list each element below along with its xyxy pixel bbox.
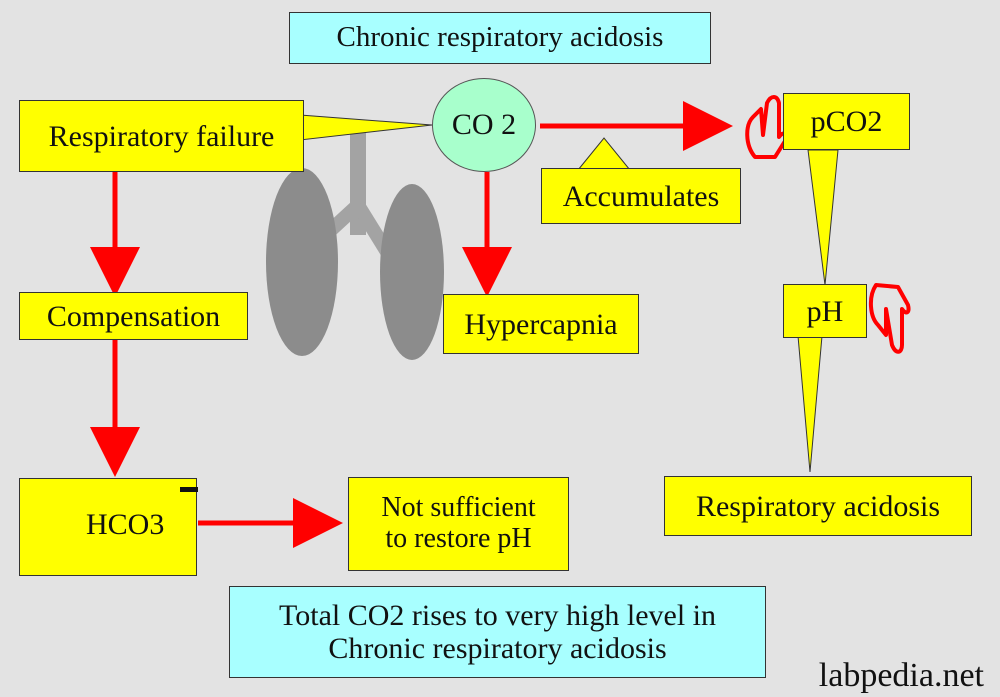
accumulates-node: Accumulates xyxy=(541,168,741,224)
respiratory-acidosis-node: Respiratory acidosis xyxy=(664,476,972,536)
hypercapnia-node: Hypercapnia xyxy=(443,294,639,354)
not-sufficient-line1: Not sufficient xyxy=(381,492,536,524)
not-sufficient-node: Not sufficient to restore pH xyxy=(348,477,569,571)
hco3-node xyxy=(19,478,197,576)
hand-pointing-down-icon xyxy=(869,283,911,354)
hco3-minus-sign xyxy=(180,487,198,492)
hand-pointing-up-icon xyxy=(745,95,788,159)
ph-callout-pointer xyxy=(797,335,823,473)
compensation-label: Compensation xyxy=(46,299,221,333)
ph-node: pH xyxy=(783,284,867,338)
compensation-node: Compensation xyxy=(19,292,248,340)
respiratory-failure-label: Respiratory failure xyxy=(48,119,275,153)
page-title: Chronic respiratory acidosis xyxy=(289,12,711,64)
hco3-label: HCO3 xyxy=(86,508,165,541)
footer-line2: Chronic respiratory acidosis xyxy=(328,632,667,665)
lungs-icon xyxy=(266,130,444,360)
co2-label: CO 2 xyxy=(451,108,517,141)
accumulates-callout-pointer xyxy=(576,137,632,171)
title-text: Chronic respiratory acidosis xyxy=(336,21,664,54)
not-sufficient-line2: to restore pH xyxy=(385,523,532,554)
respiratory-acidosis-label: Respiratory acidosis xyxy=(695,489,941,523)
pco2-callout-pointer xyxy=(807,149,839,286)
ph-label: pH xyxy=(806,294,844,328)
footer-note: Total CO2 rises to very high level in Ch… xyxy=(229,586,766,678)
pco2-label: pCO2 xyxy=(810,105,883,138)
watermark: labpedia.net xyxy=(818,657,984,694)
respiratory-failure-node: Respiratory failure xyxy=(19,100,304,172)
pco2-node: pCO2 xyxy=(783,93,910,150)
accumulates-label: Accumulates xyxy=(562,179,720,213)
footer-line1: Total CO2 rises to very high level in xyxy=(279,599,716,632)
hypercapnia-label: Hypercapnia xyxy=(464,307,618,341)
co2-node: CO 2 xyxy=(432,78,536,172)
